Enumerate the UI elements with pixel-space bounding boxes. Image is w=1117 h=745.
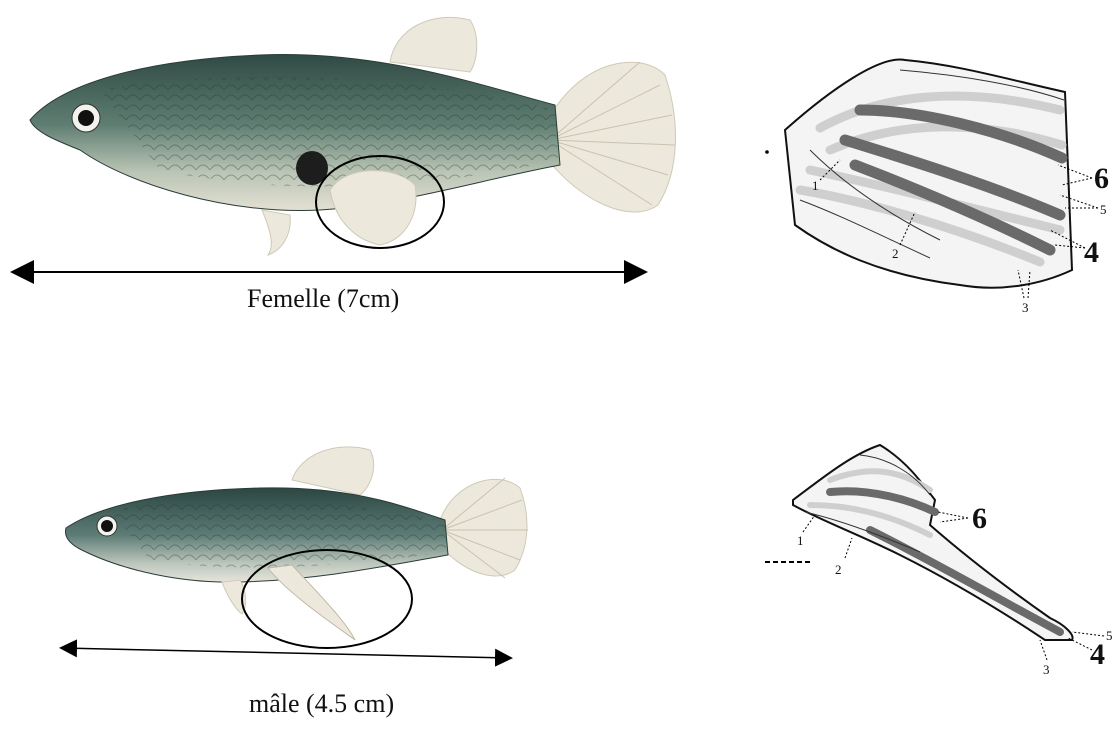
female-fin-dot <box>765 150 769 154</box>
female-fin-label-5: 5 <box>1100 202 1107 217</box>
male-fin-label-6: 6 <box>972 502 987 535</box>
male-length-arrow <box>62 648 510 658</box>
female-fin-label-4: 4 <box>1084 236 1099 269</box>
female-fin-label-2: 2 <box>892 246 899 261</box>
male-fin-label-1: 1 <box>797 533 804 548</box>
male-fin-diagram: 1 2 3 4 5 6 <box>765 445 1113 677</box>
female-pelvic-fin <box>262 210 290 255</box>
male-fin-outline <box>793 445 1073 640</box>
male-fin-label-2: 2 <box>835 562 842 577</box>
male-dorsal-fin <box>292 447 374 495</box>
male-fin-label-3: 3 <box>1043 662 1050 677</box>
female-fin-label-1: 1 <box>812 178 819 193</box>
male-pupil <box>101 520 113 532</box>
male-caption: mâle (4.5 cm) <box>249 689 394 719</box>
male-fin-label-4: 4 <box>1090 638 1105 671</box>
male-fish <box>66 447 529 648</box>
female-fin-diagram: 1 2 3 4 5 6 <box>765 60 1109 315</box>
female-pupil <box>78 110 94 126</box>
female-fin-label-6: 6 <box>1094 162 1109 195</box>
female-caption: Femelle (7cm) <box>247 284 399 314</box>
female-fin-label-3: 3 <box>1022 300 1029 315</box>
female-caudal-fin <box>548 62 675 212</box>
female-dorsal-fin <box>390 17 477 72</box>
male-fin-label-5: 5 <box>1106 628 1113 643</box>
female-anal-fin <box>330 171 416 245</box>
female-fish <box>30 17 675 255</box>
